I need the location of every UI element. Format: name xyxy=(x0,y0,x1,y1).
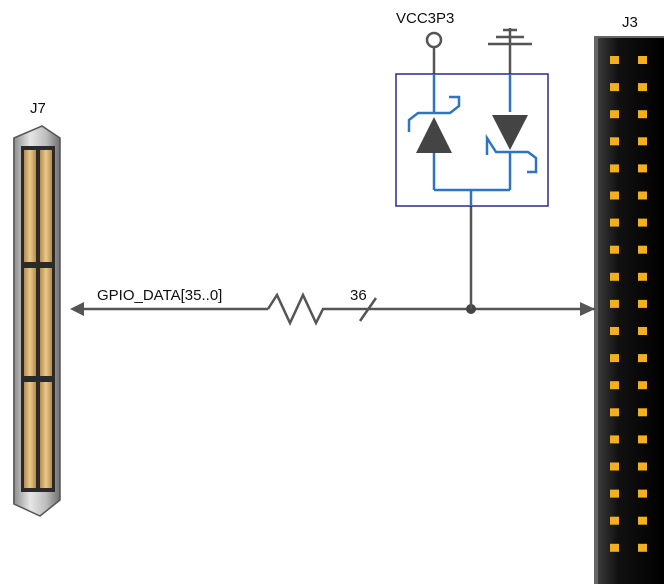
j3-pin xyxy=(638,408,647,417)
j3-pin xyxy=(610,354,619,363)
j3-pin xyxy=(638,191,647,200)
j3-label: J3 xyxy=(622,14,638,31)
j3-pin xyxy=(610,110,619,119)
j3-pin xyxy=(610,543,619,552)
bus-slash xyxy=(358,297,378,322)
j3-pin xyxy=(638,110,647,119)
j3-pin xyxy=(638,137,647,146)
j3-pin xyxy=(638,83,647,92)
j3-pin xyxy=(610,299,619,308)
zener-diode-icon xyxy=(416,117,452,153)
j3-pin xyxy=(638,435,647,444)
j3-pin xyxy=(610,489,619,498)
j3-pin xyxy=(610,218,619,227)
j3-pin xyxy=(638,299,647,308)
bus-label: GPIO_DATA[35..0] xyxy=(97,287,222,304)
bus-width-label: 36 xyxy=(350,287,367,304)
j3-pin xyxy=(638,272,647,281)
j3-pin xyxy=(610,137,619,146)
power-terminal-icon xyxy=(425,31,443,49)
esd-protection-block xyxy=(395,73,549,207)
j3-pin xyxy=(638,462,647,471)
j3-pin xyxy=(638,164,647,173)
j3-pin xyxy=(610,272,619,281)
j3-pin xyxy=(610,381,619,390)
diode-icon xyxy=(492,115,528,150)
j3-pin xyxy=(610,408,619,417)
j3-connector xyxy=(594,36,664,584)
j3-pin xyxy=(610,245,619,254)
bus-wire xyxy=(70,206,595,326)
arrow-right-icon xyxy=(580,302,595,316)
j3-pin xyxy=(610,435,619,444)
j7-connector xyxy=(13,125,61,517)
j3-pin xyxy=(638,489,647,498)
j3-pin xyxy=(610,191,619,200)
j3-pin-grid xyxy=(610,56,647,552)
j3-pin xyxy=(638,543,647,552)
resistor-symbol xyxy=(266,292,595,326)
ground-icon xyxy=(488,28,532,74)
j3-pin xyxy=(638,516,647,525)
j3-pin xyxy=(638,218,647,227)
vcc-label: VCC3P3 xyxy=(396,10,454,27)
j7-label: J7 xyxy=(30,100,46,117)
j3-pin xyxy=(610,83,619,92)
j3-pin xyxy=(610,327,619,335)
arrow-left-icon xyxy=(70,302,84,316)
j3-pin xyxy=(610,164,619,173)
j3-pin xyxy=(638,354,647,363)
j3-pin xyxy=(638,56,647,64)
j3-pin xyxy=(610,462,619,471)
j3-pin xyxy=(638,327,647,335)
j3-pin xyxy=(638,381,647,390)
j3-pin xyxy=(610,516,619,525)
j3-pin xyxy=(610,56,619,64)
j3-pin xyxy=(638,245,647,254)
